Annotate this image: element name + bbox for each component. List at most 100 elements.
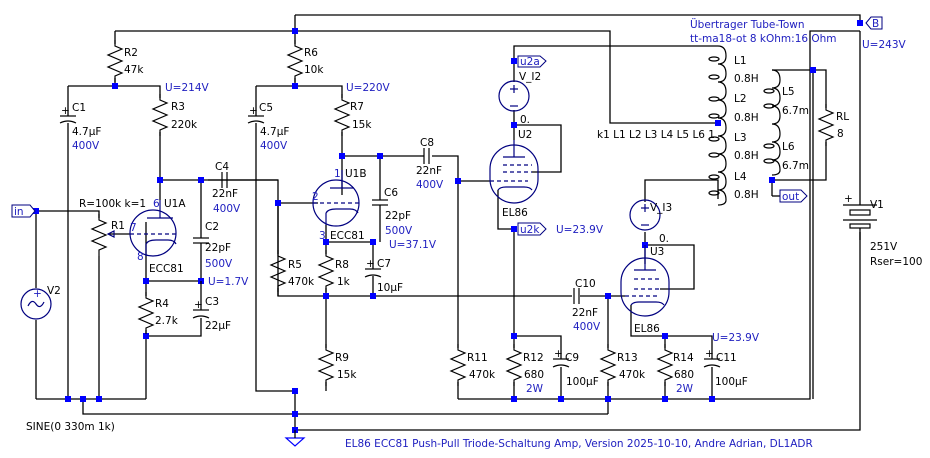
net-flag-out[interactable]: out bbox=[779, 189, 808, 203]
label-v2: V2 bbox=[47, 285, 61, 297]
label-l1: L1 bbox=[734, 55, 747, 67]
capacitor-c4[interactable] bbox=[221, 172, 228, 188]
resistor-r6[interactable] bbox=[287, 39, 303, 83]
value-c2: 22pF bbox=[205, 242, 231, 254]
svg-text:+: + bbox=[844, 193, 853, 205]
svg-text:+: + bbox=[366, 258, 375, 270]
rating-r14: 2W bbox=[676, 383, 694, 395]
net-label-b: B bbox=[872, 18, 879, 30]
transformer-secondary[interactable] bbox=[763, 69, 781, 176]
value-l5: 6.7m bbox=[782, 105, 809, 117]
resistor-rl[interactable] bbox=[818, 103, 834, 147]
capacitor-c8[interactable] bbox=[420, 148, 430, 164]
resistor-r8[interactable] bbox=[318, 249, 334, 293]
rser-v1: Rser=100 bbox=[870, 256, 922, 268]
resistor-r7[interactable] bbox=[334, 93, 350, 137]
potentiometer-r1[interactable] bbox=[91, 213, 115, 257]
battery-v1[interactable]: + bbox=[843, 193, 877, 240]
capacitor-c6[interactable] bbox=[372, 195, 388, 210]
component-labels: R2 47k R3 220k U=214V C1 4.7µF 400V R=10… bbox=[26, 18, 922, 433]
label-v-i3: V_I3 bbox=[650, 202, 672, 214]
transformer-primary[interactable] bbox=[708, 45, 727, 206]
net-label-u2a: u2a bbox=[520, 56, 540, 68]
capacitor-c2[interactable] bbox=[193, 237, 209, 252]
model-u1b: ECC81 bbox=[330, 230, 365, 242]
tube-u3[interactable] bbox=[620, 245, 670, 317]
label-v1: V1 bbox=[870, 199, 884, 211]
svg-text:+: + bbox=[61, 105, 70, 117]
resistor-r9[interactable] bbox=[318, 343, 334, 387]
voltage-c11: U=23.9V bbox=[712, 332, 760, 344]
label-l2: L2 bbox=[734, 93, 747, 105]
net-flag-b[interactable]: B bbox=[865, 16, 883, 30]
current-probe-v-i2[interactable] bbox=[498, 80, 530, 112]
voltage-u2k: U=23.9V bbox=[556, 224, 604, 236]
value-r5: 470k bbox=[288, 276, 315, 288]
value-c1: 4.7µF bbox=[72, 126, 101, 138]
capacitor-c11[interactable]: + bbox=[703, 348, 721, 368]
label-u1a: U1A bbox=[164, 198, 186, 210]
label-rl: RL bbox=[836, 111, 849, 123]
value-v1: 251V bbox=[870, 241, 898, 253]
resistor-r11[interactable] bbox=[450, 343, 466, 387]
pin-u1a-grid: 7 bbox=[130, 222, 137, 234]
label-r13: R13 bbox=[617, 352, 638, 364]
net-label-in: in bbox=[14, 206, 24, 218]
label-c2: C2 bbox=[205, 221, 219, 233]
label-c9: C9 bbox=[565, 352, 579, 364]
value-v-i2: 0. bbox=[520, 114, 530, 126]
value-c9: 100µF bbox=[566, 376, 599, 388]
pin-u1a-anode: 6 bbox=[153, 198, 160, 210]
capacitor-c5[interactable]: + bbox=[247, 105, 265, 124]
value-r12: 680 bbox=[524, 369, 544, 381]
value-c10: 22nF bbox=[572, 307, 598, 319]
value-c3: 22µF bbox=[205, 320, 231, 332]
resistor-r13[interactable] bbox=[600, 343, 616, 387]
pin-u1b-grid: 2 bbox=[312, 191, 319, 203]
capacitor-c3[interactable]: + bbox=[192, 281, 210, 319]
label-r5: R5 bbox=[288, 259, 302, 271]
capacitor-c1[interactable]: + bbox=[59, 105, 77, 124]
label-r3: R3 bbox=[171, 101, 185, 113]
label-r8: R8 bbox=[335, 259, 349, 271]
value-l4: 0.8H bbox=[734, 189, 759, 201]
value-c4: 22nF bbox=[212, 188, 238, 200]
capacitor-c7[interactable]: + bbox=[364, 258, 382, 278]
rating-c6: 500V bbox=[385, 225, 413, 237]
value-rl: 8 bbox=[837, 128, 844, 140]
tube-u2[interactable] bbox=[489, 140, 539, 204]
rating-c2: 500V bbox=[205, 258, 233, 270]
voltage-source-v2[interactable]: + bbox=[20, 288, 52, 320]
label-u2: U2 bbox=[518, 129, 532, 141]
rating-c10: 400V bbox=[573, 321, 601, 333]
label-c11: C11 bbox=[716, 352, 737, 364]
tube-u1b[interactable] bbox=[312, 170, 360, 227]
capacitor-c10[interactable] bbox=[573, 288, 580, 304]
label-c10: C10 bbox=[575, 278, 596, 290]
label-r6: R6 bbox=[304, 47, 318, 59]
value-r9: 15k bbox=[337, 369, 357, 381]
label-u3: U3 bbox=[650, 246, 664, 258]
pin-u1b-anode: 1 bbox=[334, 168, 341, 180]
capacitor-c9[interactable]: + bbox=[552, 348, 570, 368]
value-v-i3: 0. bbox=[659, 233, 669, 245]
svg-text:+: + bbox=[249, 105, 258, 117]
resistor-r3[interactable] bbox=[152, 93, 168, 137]
resistor-r2[interactable] bbox=[107, 39, 123, 83]
value-r6: 10k bbox=[304, 64, 324, 76]
net-flag-u2k[interactable]: u2k bbox=[517, 222, 547, 236]
value-r11: 470k bbox=[469, 369, 496, 381]
schematic-title: EL86 ECC81 Push-Pull Triode-Schaltung Am… bbox=[345, 438, 813, 450]
resistor-r12[interactable] bbox=[506, 343, 522, 387]
rating-r12: 2W bbox=[526, 383, 544, 395]
net-flag-u2a[interactable]: u2a bbox=[517, 55, 547, 68]
label-c6: C6 bbox=[384, 187, 398, 199]
resistor-r4[interactable] bbox=[138, 291, 154, 335]
label-l4: L4 bbox=[734, 171, 747, 183]
tube-u1a[interactable] bbox=[129, 200, 177, 257]
voltage-c3: U=1.7V bbox=[208, 276, 249, 288]
net-flag-in[interactable]: in bbox=[11, 204, 36, 218]
label-c4: C4 bbox=[215, 161, 229, 173]
current-probe-v-i3[interactable] bbox=[629, 199, 661, 231]
resistor-r14[interactable] bbox=[657, 343, 673, 387]
